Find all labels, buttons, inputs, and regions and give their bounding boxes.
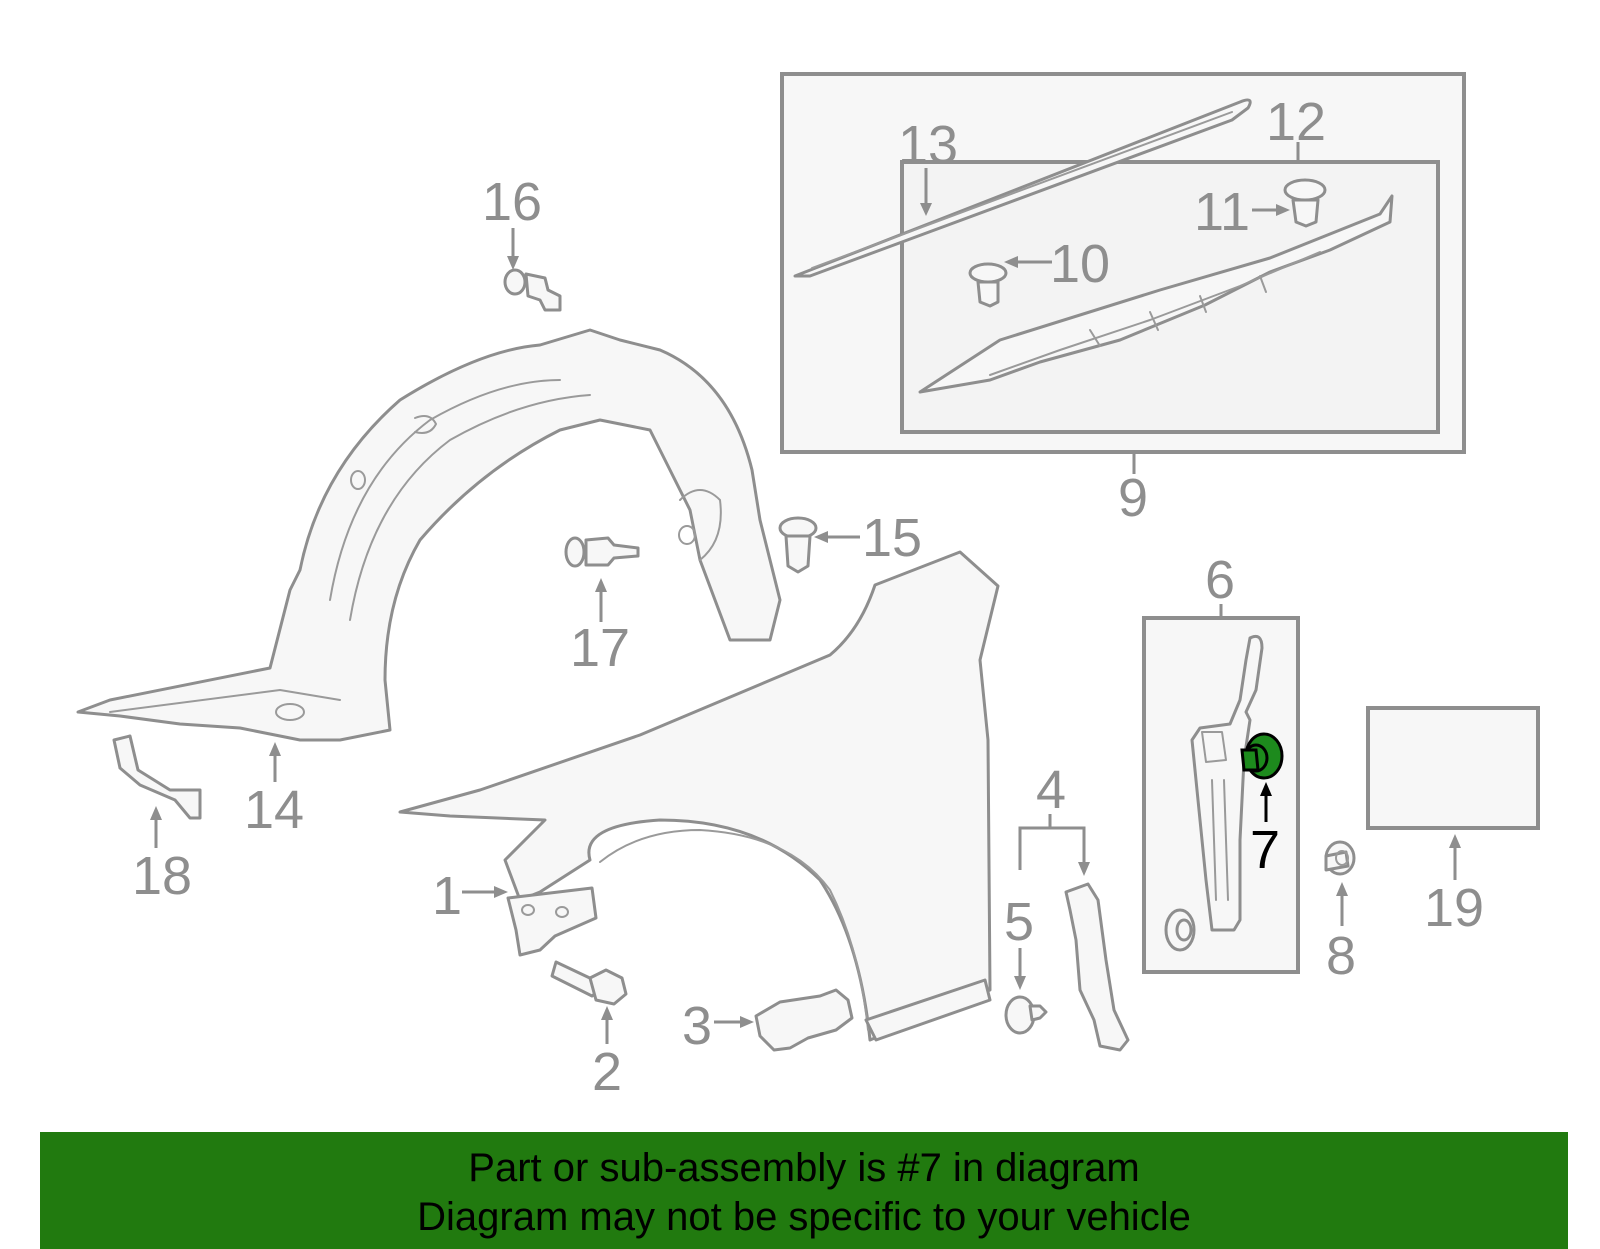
callout-2: 2 — [592, 1042, 622, 1102]
grommet-6 — [1164, 908, 1196, 952]
bracket-3 — [754, 988, 854, 1052]
clip-7-highlighted — [1240, 732, 1284, 780]
callout-arrows — [150, 142, 1461, 1044]
callout-15: 15 — [862, 508, 922, 568]
callout-6: 6 — [1205, 550, 1235, 610]
callout-4: 4 — [1036, 760, 1066, 820]
assembly-9-box — [780, 72, 1466, 454]
bolt-2 — [550, 960, 628, 1006]
label-box-19 — [1366, 706, 1540, 830]
clip-16 — [503, 268, 562, 312]
callout-14: 14 — [244, 780, 304, 840]
clip-15 — [778, 516, 818, 574]
callout-labels: 13 12 11 10 9 16 15 17 14 18 1 2 3 4 5 6… — [132, 92, 1484, 1102]
clip-10 — [968, 262, 1008, 308]
banner-line-1: Part or sub-assembly is #7 in diagram — [468, 1146, 1140, 1190]
callout-12: 12 — [1266, 92, 1326, 152]
fender-liner-14 — [76, 328, 782, 742]
clip-17 — [564, 536, 640, 568]
callout-9: 9 — [1118, 468, 1148, 528]
callout-7-highlighted: 7 — [1250, 820, 1280, 880]
callout-17: 17 — [570, 618, 630, 678]
bracket-4-brace — [1018, 826, 1086, 870]
banner-line-2: Diagram may not be specific to your vehi… — [417, 1195, 1191, 1239]
callout-8: 8 — [1326, 926, 1356, 986]
clip-11 — [1283, 178, 1327, 228]
fender-1 — [398, 550, 1000, 1042]
bracket-6 — [1190, 634, 1264, 932]
clip-5 — [1004, 995, 1048, 1035]
callout-10: 10 — [1050, 234, 1110, 294]
callout-1: 1 — [432, 866, 462, 926]
bracket-18 — [112, 734, 202, 820]
callout-16: 16 — [482, 172, 542, 232]
seal-12 — [918, 194, 1394, 394]
assembly-6-box — [1142, 616, 1300, 974]
info-banner: Part or sub-assembly is #7 in diagram Di… — [40, 1132, 1568, 1249]
callout-19: 19 — [1424, 878, 1484, 938]
callout-18: 18 — [132, 846, 192, 906]
callout-5: 5 — [1004, 892, 1034, 952]
callout-13: 13 — [898, 115, 958, 175]
callout-3: 3 — [682, 996, 712, 1056]
clip-8 — [1324, 840, 1356, 876]
callout-11: 11 — [1194, 182, 1250, 242]
bracket-4 — [1064, 882, 1130, 1052]
